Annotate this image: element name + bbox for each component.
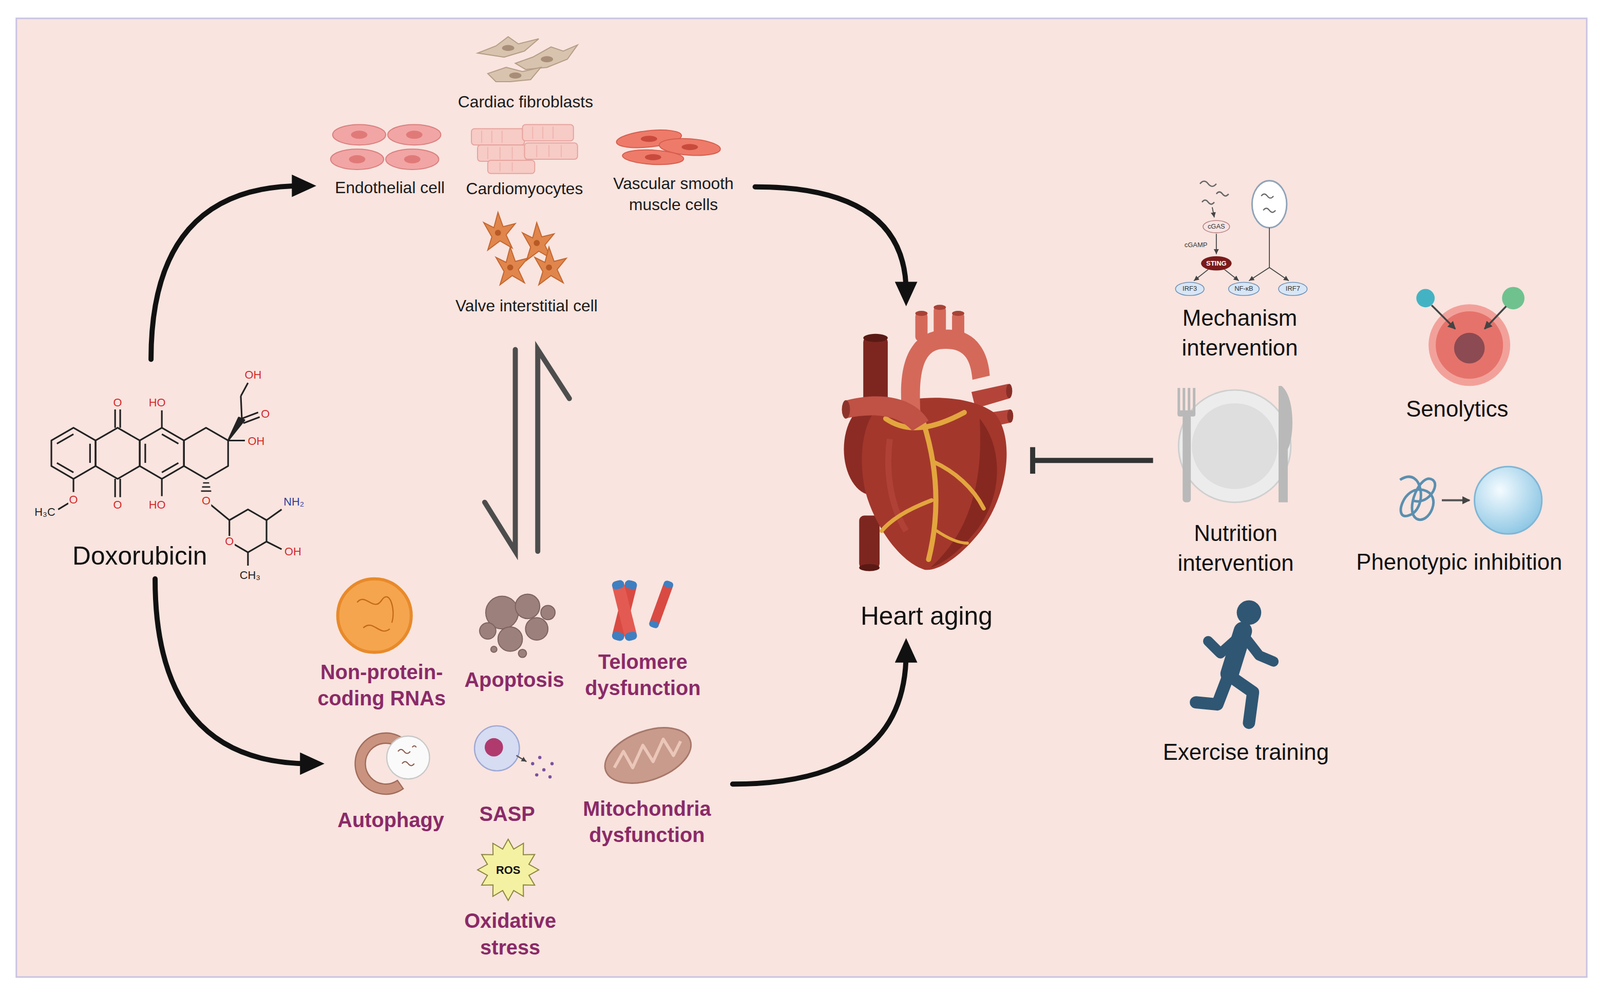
intervention-label: Senolytics [1385, 394, 1529, 424]
telomere-chromosome-icon [611, 579, 675, 642]
atom-label: NH₂ [282, 495, 306, 507]
ros-label: ROS [494, 863, 522, 875]
cardiomyocyte-icon [471, 124, 578, 174]
pathway-label: STING [1205, 259, 1228, 267]
pathway-label: NF-κB [1233, 285, 1255, 293]
atom-label: O [259, 407, 271, 419]
intervention-label: Phenotypic inhibition [1334, 547, 1585, 578]
pathway-label: IRF3 [1181, 285, 1198, 293]
connector [150, 185, 302, 360]
mechanism-label: Oxidative stress [448, 907, 571, 961]
mechanism-label: Non-protein-coding RNAs [305, 658, 459, 712]
nutrition-plate-icon [1177, 385, 1293, 503]
cell-type-label: Vascular smooth muscle cells [597, 173, 751, 217]
non-coding-rna-icon [337, 578, 412, 653]
senolytics-icon [1416, 286, 1525, 386]
cell-type-node: Cardiac fibroblasts [433, 30, 618, 118]
atom-label: OH [283, 545, 303, 557]
mechanism-label: Apoptosis [452, 666, 576, 694]
intervention-node: Senolytics [1393, 280, 1526, 428]
mechanism-label: Telomere dysfunction [574, 648, 712, 701]
atom-label: HO [147, 498, 167, 510]
atom-label: HO [147, 396, 167, 408]
intervention-label: Mechanism intervention [1153, 304, 1327, 364]
cell-type-node: Valve interstitial cell [439, 208, 615, 321]
pathway-label: cGAMP [1183, 241, 1209, 249]
mechanism-node: Oxidative stress [448, 831, 571, 965]
connector [155, 578, 311, 764]
connector [732, 652, 907, 784]
exercise-runner-icon [1195, 600, 1274, 723]
mitochondria-icon [597, 716, 699, 794]
doxorubicin-structure [51, 382, 282, 566]
cell-type-label: Cardiomyocytes [452, 178, 596, 200]
intervention-node: Phenotypic inhibition [1336, 459, 1587, 581]
atom-label: H₃C [33, 505, 56, 518]
connector [484, 349, 570, 551]
cell-type-node: Vascular smooth muscle cells [597, 124, 756, 220]
harpoon-arrow [537, 349, 570, 551]
atom-label: CH₃ [238, 568, 262, 581]
mechanism-label: SASP [466, 800, 548, 827]
mechanism-label: Autophagy [324, 806, 457, 833]
ros-burst-icon [477, 839, 539, 901]
key-node: Heart aging [831, 306, 1033, 638]
curved-arrow [155, 578, 311, 764]
pathway-label: cGAS [1206, 223, 1227, 231]
intervention-label: Exercise training [1144, 737, 1348, 767]
mechanism-node: Telomere dysfunction [576, 571, 715, 706]
mechanism-label: Mitochondria dysfunction [570, 794, 724, 848]
valve-interstitial-cell-icon [483, 212, 567, 285]
endothelial-cell-icon [330, 124, 442, 169]
mechanism-node: Mitochondria dysfunction [571, 714, 733, 852]
intervention-node: Nutrition intervention [1153, 379, 1317, 583]
key-label: Doxorubicin [27, 539, 253, 571]
key-label: Heart aging [840, 600, 1014, 632]
inhibition-line [1032, 457, 1153, 463]
intervention-node: Mechanism intervention [1153, 173, 1327, 368]
cell-type-label: Endothelial cell [313, 177, 467, 199]
intervention-node: Exercise training [1143, 597, 1347, 771]
connector [755, 186, 907, 293]
cell-type-label: Cardiac fibroblasts [433, 91, 618, 113]
curved-arrow [150, 185, 302, 360]
mechanism-node: Autophagy [324, 719, 457, 837]
atom-label: O [112, 396, 124, 408]
cell-type-node: Cardiomyocytes [459, 120, 592, 204]
autophagy-icon [355, 732, 430, 794]
inhibition-bar [1030, 446, 1036, 474]
sasp-icon [474, 725, 554, 779]
apoptosis-icon [479, 594, 556, 658]
mechanism-node: SASP [464, 719, 551, 831]
atom-label: O [112, 498, 124, 510]
cardiac-fibroblast-icon [477, 36, 578, 82]
atom-label: OH [243, 368, 263, 380]
atom-label: OH [246, 435, 266, 447]
cgas-sting-pathway-icon [1175, 180, 1307, 296]
pathway-label: IRF7 [1284, 285, 1302, 293]
harpoon-arrow [484, 349, 516, 551]
intervention-label: Nutrition intervention [1149, 519, 1323, 579]
atom-label: O [68, 493, 80, 505]
curved-arrow [732, 652, 907, 784]
cell-type-node: Endothelial cell [316, 118, 470, 203]
cell-type-label: Valve interstitial cell [434, 295, 619, 317]
phenotypic-inhibition-icon [1400, 466, 1542, 534]
atom-label: O [223, 535, 235, 547]
background-panel [16, 18, 1587, 977]
atom-label: O [200, 494, 212, 506]
mechanism-node: Non-protein-coding RNAs [311, 571, 454, 716]
vascular-smooth-muscle-cell-icon [615, 127, 721, 166]
mechanism-node: Apoptosis [464, 586, 567, 698]
connector [1032, 446, 1153, 474]
heart-illustration [841, 304, 1014, 571]
curved-arrow [755, 186, 907, 293]
key-node: Doxorubicin [32, 359, 315, 579]
